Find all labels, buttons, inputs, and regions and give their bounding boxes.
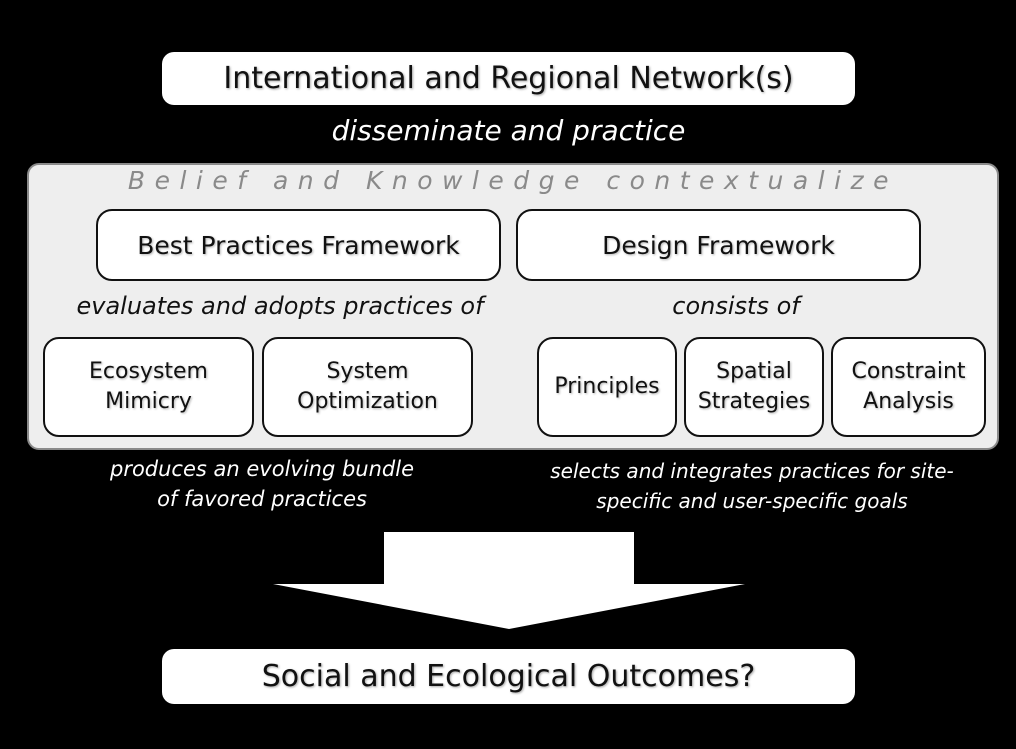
right-output-line1: selects and integrates practices for sit…	[550, 459, 954, 483]
ecosystem-mimicry-box: Ecosystem Mimicry	[43, 337, 254, 437]
system-optimization-box: System Optimization	[262, 337, 473, 437]
constraint-analysis-line2: Analysis	[863, 389, 954, 414]
left-output-line1: produces an evolving bundle	[109, 457, 415, 481]
top-relation-label: disseminate and practice	[331, 114, 686, 147]
best-practices-framework-label: Best Practices Framework	[137, 230, 460, 260]
outcomes-box: Social and Ecological Outcomes?	[162, 649, 855, 704]
design-framework-label: Design Framework	[602, 230, 835, 260]
principles-line1: Principles	[554, 374, 660, 400]
system-optimization-line1: System	[326, 359, 409, 385]
design-relation-label: consists of	[672, 292, 800, 320]
constraint-analysis-box: Constraint Analysis	[831, 337, 986, 437]
outcomes-box-label: Social and Ecological Outcomes?	[261, 659, 756, 694]
system-optimization-line2: Optimization	[297, 389, 438, 414]
network-box: International and Regional Network(s)	[162, 52, 855, 105]
design-framework-box: Design Framework	[516, 209, 921, 281]
ecosystem-mimicry-line2: Mimicry	[105, 389, 192, 414]
panel-title: Belief and Knowledge contextualize	[127, 166, 899, 195]
spatial-strategies-line2: Strategies	[697, 389, 811, 414]
best-practices-framework-box: Best Practices Framework	[96, 209, 501, 281]
right-output-label: selects and integrates practices for sit…	[532, 456, 972, 516]
best-practices-relation-label: evaluates and adopts practices of	[76, 292, 484, 320]
ecosystem-mimicry-line1: Ecosystem	[89, 359, 208, 385]
network-box-label: International and Regional Network(s)	[223, 61, 794, 96]
left-output-label: produces an evolving bundle of favored p…	[82, 454, 442, 514]
down-arrow-shape	[273, 532, 745, 629]
right-output-line2: specific and user-specific goals	[596, 489, 908, 513]
principles-box: Principles	[537, 337, 677, 437]
left-output-line2: of favored practices	[157, 487, 367, 511]
spatial-strategies-box: Spatial Strategies	[684, 337, 824, 437]
constraint-analysis-line1: Constraint	[851, 359, 966, 385]
spatial-strategies-line1: Spatial	[716, 359, 792, 385]
